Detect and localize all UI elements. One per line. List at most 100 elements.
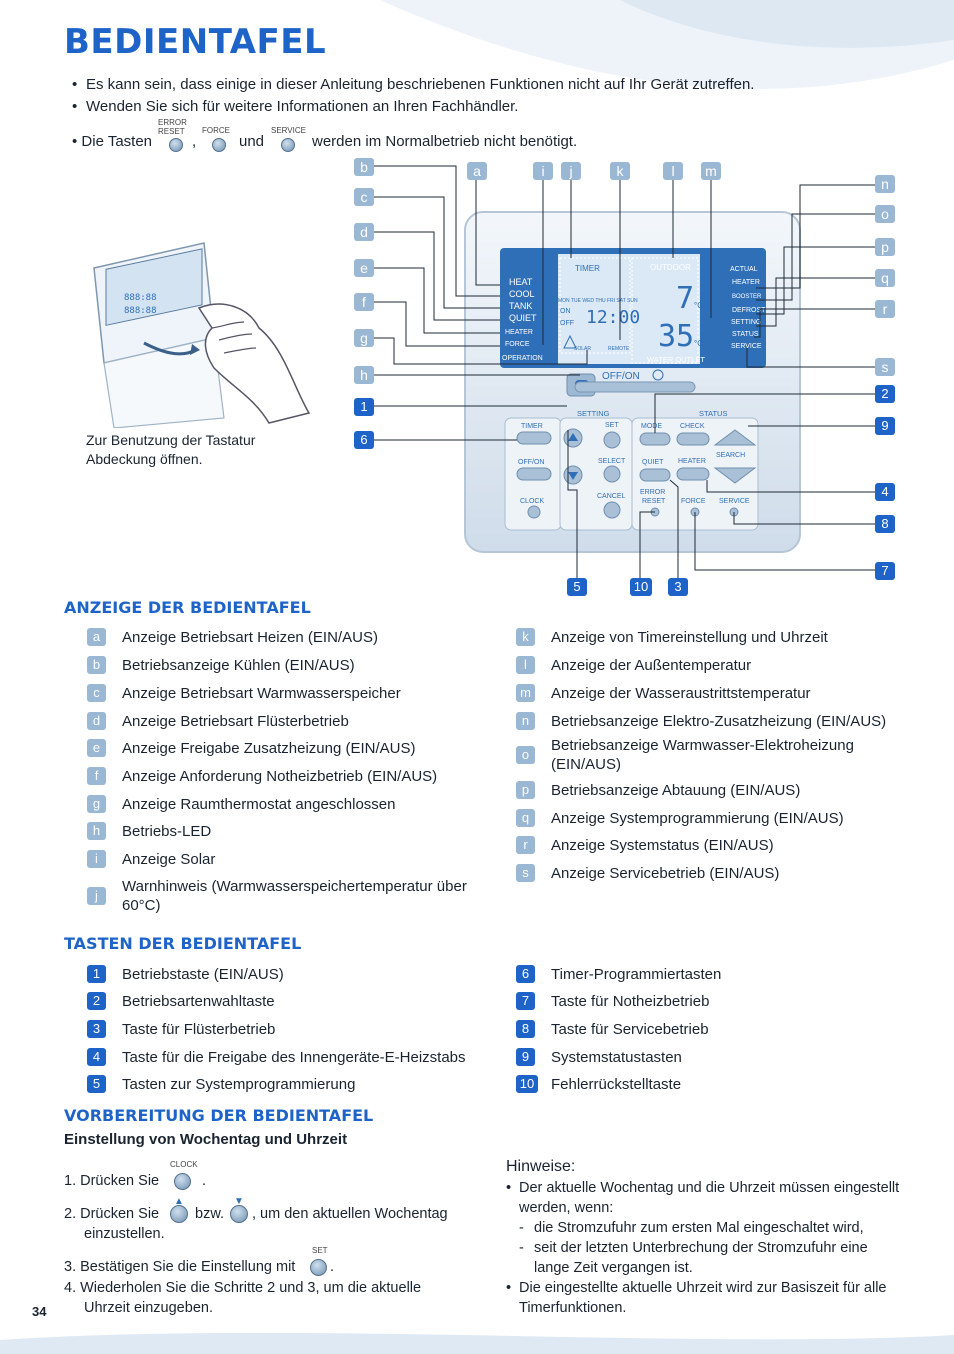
item-key: 4 <box>87 1048 106 1066</box>
item-text: Warnhinweis (Warmwasserspeichertemperatu… <box>122 878 467 914</box>
item-key: 10 <box>516 1075 538 1093</box>
btn-cancel-label: CANCEL <box>597 493 626 500</box>
setting-label: SETTING <box>577 409 610 418</box>
note-dash: -die Stromzufuhr zum ersten Mal eingesch… <box>506 1218 906 1238</box>
key-label-line: RESET <box>158 127 185 136</box>
intro-bullets: Es kann sein, dass einige in dieser Anle… <box>72 74 754 118</box>
key-label-line: ERROR <box>158 118 187 127</box>
item-text: Tasten zur Systemprogrammierung <box>122 1076 356 1093</box>
item-key: h <box>87 822 106 840</box>
lcd-heat: HEAT <box>509 277 533 287</box>
marker-6: 6 <box>354 431 374 449</box>
note-text: Die eingestellte aktuelle Uhrzeit wird z… <box>519 1280 887 1316</box>
marker-5: 5 <box>567 578 587 596</box>
item-text: Anzeige der Wasseraustrittstemperatur <box>551 685 811 702</box>
marker-f: f <box>354 293 374 311</box>
item-text: Betriebsanzeige Elektro-Zusatzheizung (E… <box>551 713 887 730</box>
btn-set-label: SET <box>605 422 619 429</box>
lcd-outdoor-value: 7 <box>676 281 694 316</box>
step-text: Uhrzeit einzugeben. <box>84 1300 213 1316</box>
item-text: Taste für die Freigabe des Innengeräte-E… <box>122 1049 466 1066</box>
lcd-actual: ACTUAL <box>730 266 758 273</box>
marker-r: r <box>875 300 895 318</box>
item-text: Fehlerrückstelltaste <box>551 1076 682 1093</box>
btn-offon-label: OFF/ON <box>518 459 544 466</box>
btn-check-label: CHECK <box>680 423 705 430</box>
force-button-icon <box>212 138 226 152</box>
error-reset-button-icon <box>169 138 183 152</box>
step-4: 4. Wiederholen Sie die Schritte 2 und 3,… <box>64 1279 484 1319</box>
item-text: Taste für Notheizbetrieb <box>551 993 710 1010</box>
lcd-booster: BOOSTER <box>732 294 762 300</box>
hand-icon <box>197 303 311 424</box>
item-key: r <box>516 836 535 854</box>
item-key: 8 <box>516 1020 535 1038</box>
item-key: 6 <box>516 965 535 983</box>
item-text: Timer-Programmiertasten <box>551 966 722 983</box>
lcd-water-value: 35 <box>658 319 694 354</box>
item-text: Anzeige der Außentemperatur <box>551 657 752 674</box>
marker-b: b <box>354 158 374 176</box>
quiet-button[interactable] <box>639 468 671 482</box>
step-text: 4. Wiederholen Sie die Schritte 2 und 3,… <box>64 1280 422 1296</box>
search-up-button[interactable] <box>713 429 757 446</box>
lcd-remote: REMOTE <box>608 346 630 352</box>
down-arrow-icon <box>568 472 578 480</box>
clock-button-icon <box>174 1173 191 1190</box>
select-button[interactable] <box>603 465 621 483</box>
mode-button[interactable] <box>639 432 671 446</box>
intro-bullet: Wenden Sie sich für weitere Informatione… <box>72 96 754 118</box>
marker-2: 2 <box>875 385 895 403</box>
up-arrow-icon: ▲ <box>174 1196 184 1207</box>
lcd-quiet: QUIET <box>509 313 537 323</box>
step-text: 1. Drücken Sie <box>64 1173 160 1189</box>
lcd-timer: TIMER <box>575 264 600 273</box>
item-text: Betriebsanzeige Warmwasser-Elektroheizun… <box>551 737 854 773</box>
clock-button[interactable] <box>527 505 541 519</box>
step-text: 2. Drücken Sie <box>64 1206 160 1222</box>
lcd-defrost: DEFROST <box>732 307 766 314</box>
btn-timer-label: TIMER <box>521 423 543 430</box>
item-key: 9 <box>516 1048 535 1066</box>
timer-button[interactable] <box>516 431 552 445</box>
dash-glyph: - <box>519 1220 524 1236</box>
lcd-heater: HEATER <box>505 329 533 336</box>
marker-g: g <box>354 329 374 347</box>
step-text: bzw. <box>195 1206 225 1222</box>
off-on-button[interactable] <box>574 381 696 393</box>
item-text: Taste für Servicebetrieb <box>551 1021 709 1038</box>
page-number: 34 <box>32 1304 47 1319</box>
item-key: i <box>87 850 106 868</box>
timer-offon-button[interactable] <box>516 467 552 481</box>
lcd-on: ON <box>560 308 571 315</box>
btn-quiet-label: QUIET <box>642 459 664 466</box>
btn-clock-label: CLOCK <box>520 498 544 505</box>
marker-h: h <box>354 366 374 384</box>
search-down-button[interactable] <box>713 467 757 484</box>
item-text: Anzeige Raumthermostat angeschlossen <box>122 796 396 813</box>
note-bullet: •Die eingestellte aktuelle Uhrzeit wird … <box>506 1278 906 1318</box>
item-text: Anzeige Anforderung Notheizbetrieb (EIN/… <box>122 768 438 785</box>
lcd-solar: SOLAR <box>574 346 591 352</box>
section-heading-anzeige: ANZEIGE DER BEDIENTAFEL <box>64 598 311 617</box>
note-text: seit der letzten Unterbrechung der Strom… <box>534 1240 868 1276</box>
item-key: l <box>516 656 535 674</box>
step-text: . <box>330 1259 335 1275</box>
item-key: e <box>87 739 106 757</box>
lcd-center <box>558 254 700 364</box>
set-button[interactable] <box>603 431 621 449</box>
item-text: Betriebsartenwahltaste <box>122 993 275 1010</box>
item-text: Anzeige Betriebsart Heizen (EIN/AUS) <box>122 629 378 646</box>
btn-service-label: SERVICE <box>719 498 750 505</box>
check-button[interactable] <box>676 432 710 446</box>
step-2: 2. Drücken Sie ▲ bzw. ▼ , um den aktuell… <box>64 1196 484 1247</box>
marker-7: 7 <box>875 562 895 580</box>
marker-c: c <box>354 188 374 206</box>
down-button-icon <box>230 1205 248 1223</box>
heater-button[interactable] <box>676 467 710 481</box>
cancel-button[interactable] <box>603 501 621 519</box>
marker-o: o <box>875 205 895 223</box>
item-text: Betriebs-LED <box>122 823 212 840</box>
